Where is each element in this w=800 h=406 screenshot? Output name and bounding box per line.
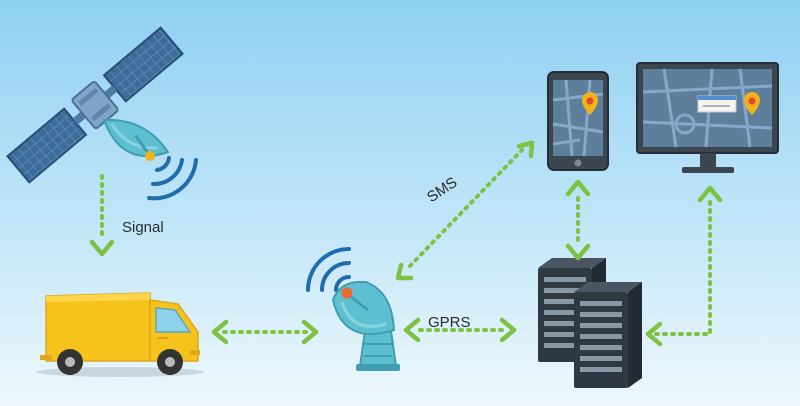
signal-waves-icon [306, 247, 351, 292]
signal-waves-icon [147, 156, 198, 201]
signal-label: Signal [122, 219, 164, 236]
desktop-monitor-map-icon [636, 62, 779, 173]
ground-station-antenna-icon [331, 280, 400, 371]
arrow-heads [89, 140, 723, 347]
gprs-label: GPRS [428, 314, 471, 331]
delivery-truck-icon [36, 292, 204, 377]
smartphone-map-icon [547, 71, 609, 171]
satellite-icon [6, 26, 184, 184]
server-rack-icon [538, 258, 642, 388]
arrow-station-phone [408, 148, 524, 268]
flow-arrows [100, 148, 712, 336]
arrow-server-monitor [654, 198, 712, 336]
